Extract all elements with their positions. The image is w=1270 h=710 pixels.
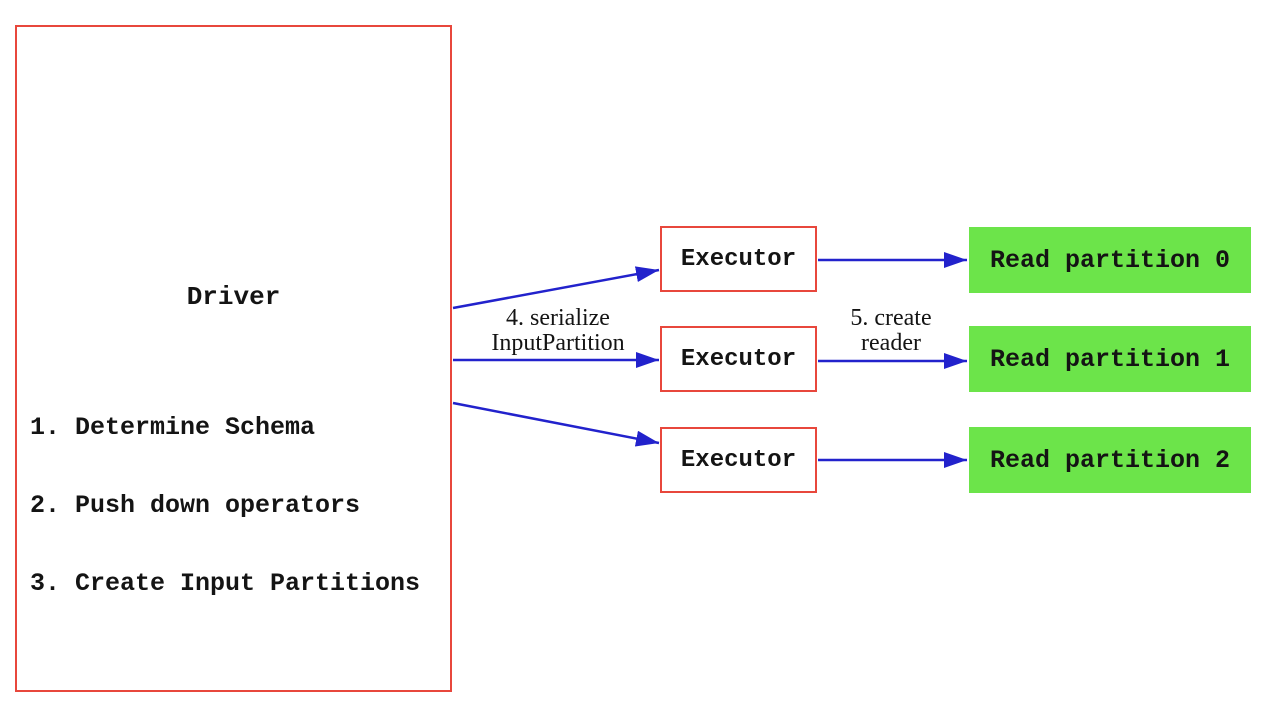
- arrow-driver-to-executor-1: [452, 266, 660, 310]
- driver-step-2: 2. Push down operators: [30, 491, 361, 520]
- driver-box: Driver 1. Determine Schema 2. Push down …: [15, 25, 452, 692]
- executor-box-1: Executor: [660, 226, 817, 292]
- create-reader-label: 5. create reader: [850, 305, 932, 356]
- driver-step-3: 3. Create Input Partitions: [30, 569, 421, 598]
- driver-steps: 1. Determine Schema 2. Push down operato…: [30, 363, 420, 649]
- driver-step-1: 1. Determine Schema: [30, 413, 316, 442]
- serialize-inputpartition-label: 4. serialize InputPartition: [491, 305, 625, 356]
- read-partition-2-box: Read partition 2: [969, 427, 1251, 493]
- executor-box-3: Executor: [660, 427, 817, 493]
- driver-title: Driver: [186, 282, 281, 312]
- read-partition-1-box: Read partition 1: [969, 326, 1251, 392]
- arrow-driver-to-executor-3: [452, 401, 660, 447]
- executor-box-2: Executor: [660, 326, 817, 392]
- read-partition-0-box: Read partition 0: [969, 227, 1251, 293]
